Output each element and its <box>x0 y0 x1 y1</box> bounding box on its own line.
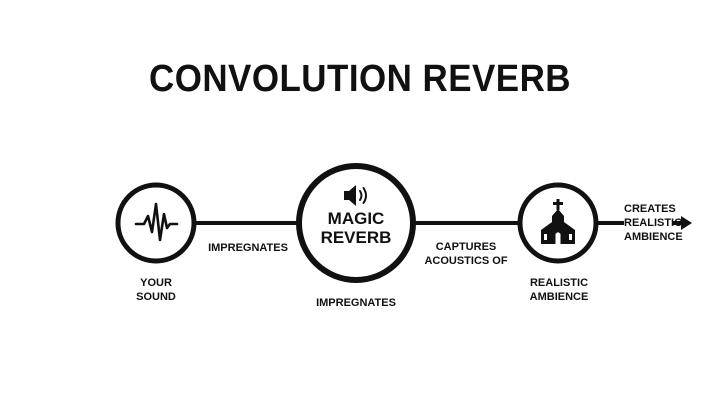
your-sound-node <box>115 182 197 264</box>
connector-label-captures: CAPTURES ACOUSTICS OF <box>424 241 508 267</box>
realistic-ambience-label: REALISTIC AMBIENCE <box>529 277 589 303</box>
connector-label-impregnates: IMPREGNATES <box>208 242 288 254</box>
magic-reverb-text: MAGIC REVERB <box>320 209 392 247</box>
magic-reverb-node <box>296 163 416 283</box>
church-icon <box>541 199 575 244</box>
output-arrow-icon <box>681 216 692 230</box>
speaker-icon <box>344 185 367 206</box>
magic-reverb-caption: IMPREGNATES <box>316 297 396 309</box>
your-sound-label: YOUR SOUND <box>136 277 176 303</box>
diagram-title: CONVOLUTION REVERB <box>148 58 571 100</box>
waveform-icon <box>134 202 179 242</box>
output-label: CREATES REALISTIC AMBIENCE <box>624 203 683 243</box>
